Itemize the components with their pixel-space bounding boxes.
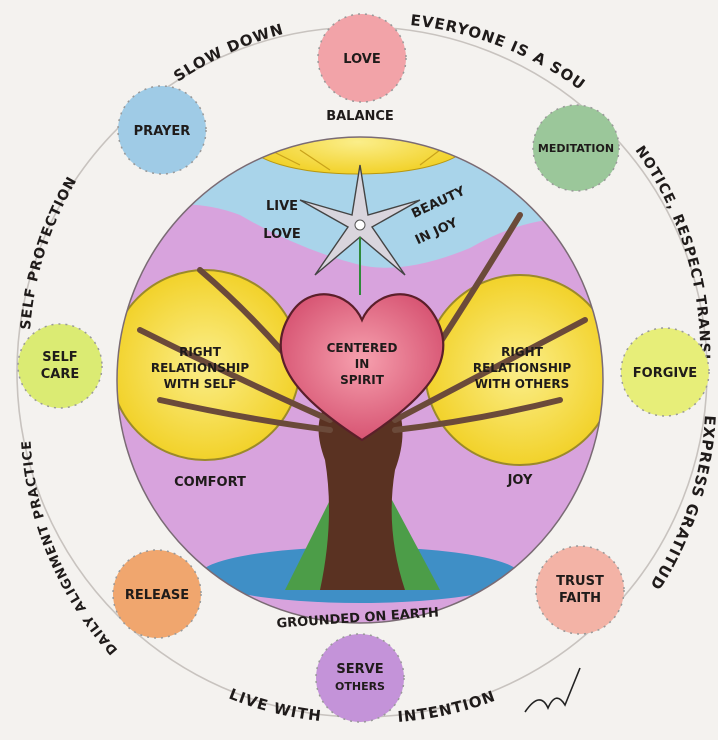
tree-trunk [318,400,405,590]
node-serve-label: SERVE [336,662,383,677]
node-trust-label: TRUST [556,574,604,589]
ring-text-self-protection: SELF PROTECTION [18,174,81,331]
label-relationship-others: RELATIONSHIP [473,361,571,375]
node-meditation-label: MEDITATION [538,142,614,155]
label-centered: CENTERED [327,341,398,355]
node-meditation: MEDITATION [532,104,620,192]
label-live: LIVE [266,199,298,214]
node-love-label: LOVE [343,52,380,67]
label-with-self: WITH SELF [164,377,237,391]
node-release: RELEASE [112,549,202,639]
label-in: IN [355,357,370,371]
node-self-care: SELF CARE [17,323,103,409]
label-comfort: COMFORT [174,475,246,490]
node-self-label: SELF [42,350,77,365]
node-love: LOVE [317,13,407,103]
ring-text-everyone-soul: EVERYONE IS A SOUL [0,0,589,94]
artist-signature: Mr [524,667,581,713]
node-prayer-label: PRAYER [134,124,191,139]
ring-text-intention: INTENTION [397,687,498,726]
node-release-label: RELEASE [125,588,189,603]
heart [279,293,445,442]
label-right-others: RIGHT [501,345,544,359]
label-balance: BALANCE [326,109,394,124]
node-others-label: OTHERS [335,680,385,693]
label-relationship-self: RELATIONSHIP [151,361,249,375]
star-flower [299,164,421,295]
label-spirit: SPIRIT [340,373,385,387]
ring-text-live-with: LIVE WITH [227,685,323,725]
ring-text-slow-down: SLOW DOWN [170,20,286,85]
inner-disc-border [116,136,604,624]
label-joy: JOY [507,473,533,488]
node-serve-others: SERVE OTHERS [315,633,405,723]
label-love: LOVE [263,227,300,242]
node-prayer: PRAYER [117,85,207,175]
node-trust-faith: TRUST FAITH [535,545,625,635]
ring-text-daily-practice: DAILY ALIGNMENT PRACTICE [19,439,121,657]
node-forgive-label: FORGIVE [633,366,697,381]
node-faith-label: FAITH [559,591,601,606]
label-with-others: WITH OTHERS [475,377,570,391]
node-care-label: CARE [41,367,80,382]
node-forgive: FORGIVE [620,327,710,417]
label-right-self: RIGHT [179,345,222,359]
